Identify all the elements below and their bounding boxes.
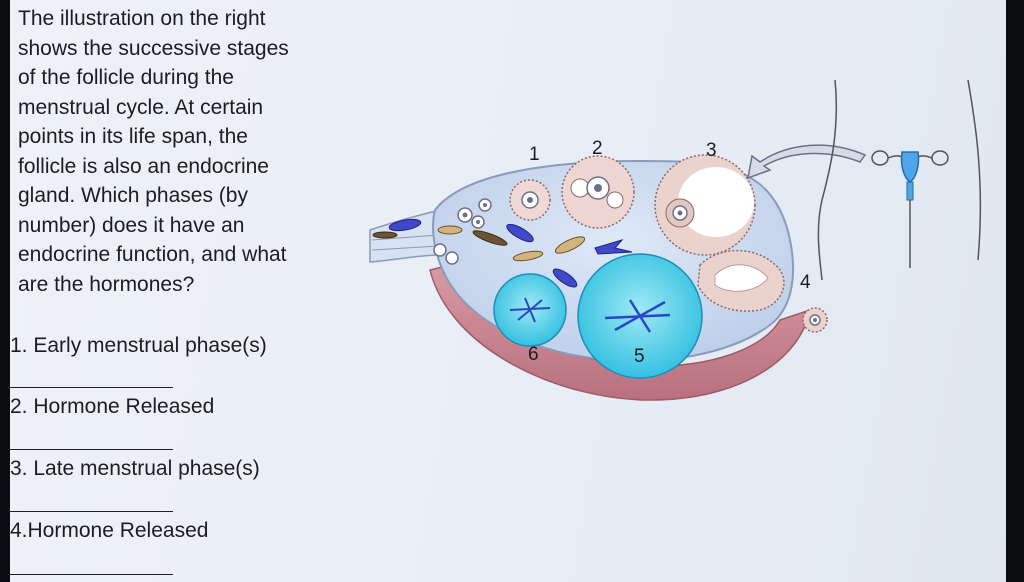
- answer-blank-1[interactable]: [8, 387, 173, 388]
- screen-bezel-right: [1006, 0, 1024, 582]
- corpora-albicantia: [372, 218, 633, 288]
- question-line: endocrine function, and what: [18, 243, 287, 266]
- question-line: The illustration on the right: [18, 7, 266, 30]
- answer-blank-3[interactable]: [8, 511, 173, 512]
- follicle-stage-3: [654, 154, 756, 256]
- item-hormone-2: 4.Hormone Released: [10, 519, 209, 542]
- label-stage-4: 4: [800, 272, 811, 293]
- uterus-icon: [817, 79, 982, 281]
- question-line: menstrual cycle. At certain: [18, 95, 264, 119]
- label-stage-2: 2: [592, 138, 603, 159]
- question-line: number) does it have an: [18, 213, 245, 237]
- question-text: The illustration on the right shows the …: [18, 4, 348, 299]
- answer-blank-4[interactable]: [8, 574, 173, 575]
- label-stage-6: 6: [528, 344, 539, 365]
- screen-bezel-left: [0, 0, 10, 582]
- item-hormone-1: 2. Hormone Released: [10, 395, 215, 418]
- follicle-stage-1: [509, 179, 551, 221]
- label-stage-5: 5: [634, 346, 645, 367]
- question-line: of the follicle during the: [18, 66, 234, 89]
- answer-blank-2[interactable]: [8, 449, 173, 450]
- question-line: are the hormones?: [18, 272, 195, 296]
- follicle-stage-2: [561, 155, 635, 229]
- corpus-luteum-stage-6: [493, 273, 567, 347]
- arrow-to-uterus: [747, 144, 867, 180]
- item-late-phase: 3. Late menstrual phase(s): [10, 457, 260, 480]
- question-line: gland. Which phases (by: [18, 184, 248, 207]
- label-stage-1: 1: [529, 144, 540, 165]
- label-stage-3: 3: [706, 140, 717, 161]
- follicle-stage-4: [697, 249, 828, 333]
- question-line: shows the successive stages: [18, 36, 289, 60]
- question-line: follicle is also an endocrine: [18, 154, 269, 178]
- item-early-phase: 1. Early menstrual phase(s): [10, 334, 267, 357]
- primordial-follicles: [433, 198, 492, 265]
- corpus-luteum-stage-5: [577, 253, 703, 379]
- ovary-follicle-diagram: 1 2 3 4 5 6: [369, 79, 982, 401]
- question-line: points in its life span, the: [18, 125, 248, 148]
